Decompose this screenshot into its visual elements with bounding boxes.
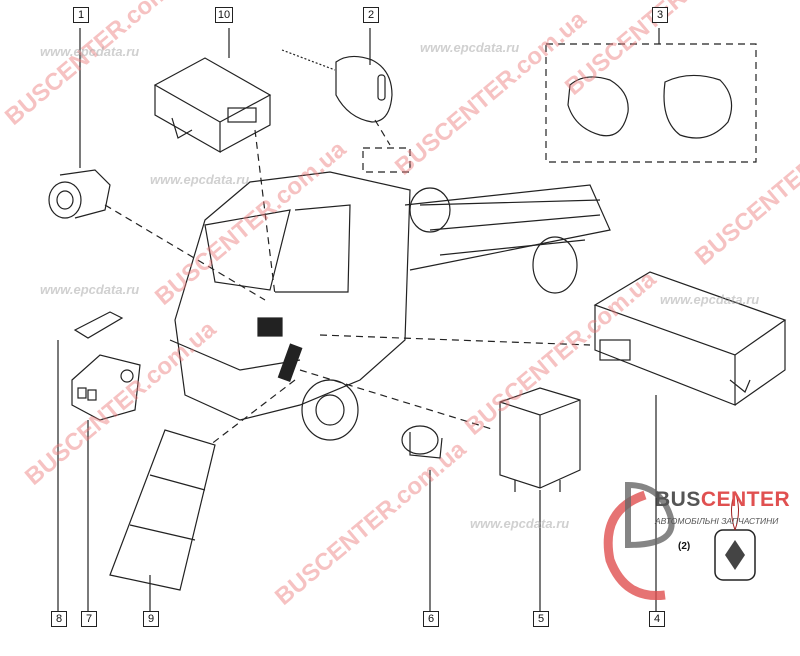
callout-9: 9 — [143, 611, 159, 627]
part-8-terminal — [73, 311, 124, 339]
logo-title: BUSCENTER — [655, 488, 790, 512]
callout-10: 10 — [215, 7, 233, 23]
watermark-epc: www.epcdata.ru — [470, 516, 570, 531]
callout-5: 5 — [533, 611, 549, 627]
part-10-control-unit — [153, 57, 272, 154]
callout-3: 3 — [652, 7, 668, 23]
part-5-relay — [499, 387, 581, 492]
watermark-epc: www.epcdata.ru — [40, 44, 140, 59]
callout-8: 8 — [51, 611, 67, 627]
watermark-epc: www.epcdata.ru — [660, 292, 760, 307]
logo-center: CENTER — [700, 488, 791, 511]
watermark-epc: www.epcdata.ru — [150, 172, 250, 187]
watermark-epc: www.epcdata.ru — [420, 40, 520, 55]
callout-2: 2 — [363, 7, 379, 23]
part-7-connector — [71, 354, 141, 421]
callout-6: 6 — [423, 611, 439, 627]
part-4-module — [593, 271, 787, 406]
key-reference-label: (2) — [678, 541, 691, 552]
van-chassis-cab — [169, 171, 611, 441]
part-9-central-unit — [109, 429, 216, 591]
callout-4: 4 — [649, 611, 665, 627]
callout-7: 7 — [81, 611, 97, 627]
dashed-connections — [104, 43, 757, 446]
part-6-relay-socket — [401, 425, 443, 459]
part-2-key — [281, 49, 393, 123]
logo-subtitle: АВТОМОБІЛЬНІ ЗАПЧАСТИНИ — [655, 516, 779, 526]
part-1-ignition-lock — [48, 169, 111, 219]
logo-bus: BUS — [655, 488, 701, 511]
callout-1: 1 — [73, 7, 89, 23]
part-3-key-shells — [567, 74, 733, 139]
leader-lines — [57, 28, 660, 612]
watermark-epc: www.epcdata.ru — [40, 282, 140, 297]
